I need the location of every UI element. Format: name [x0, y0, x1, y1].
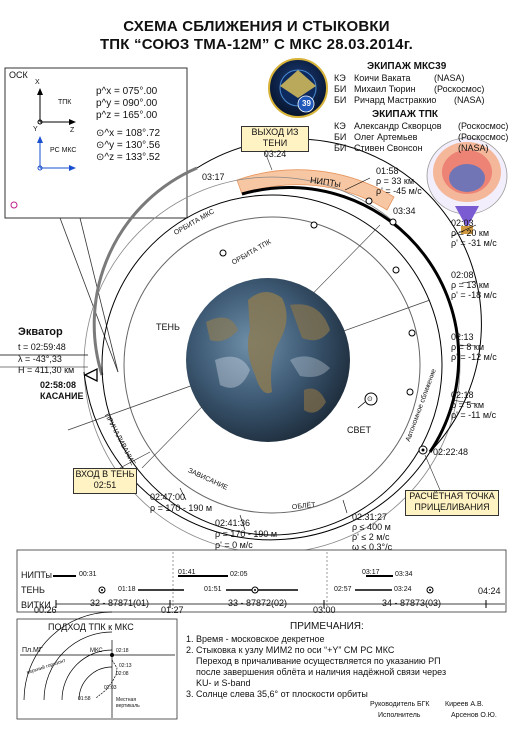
osk-label: ОСК — [9, 70, 28, 80]
timeline-row-nip: НИПТы — [21, 570, 53, 580]
orbit-time: 04:24 — [478, 586, 501, 596]
shadow-time: 01:18 — [118, 586, 136, 593]
approach-panel-title: ПОДХОД ТПК к МКС — [48, 622, 134, 632]
approach-time: 02:18 — [116, 648, 129, 654]
shadow-time: 02:57 — [334, 586, 352, 593]
local-vertical-label: Местная вертикаль — [116, 697, 140, 709]
approach-panel — [16, 618, 178, 720]
time-0334: 03:34 — [393, 206, 416, 216]
osk-axis-y: Y — [33, 126, 38, 133]
osk-axis-z: Z — [70, 127, 75, 134]
pl-mg-label: Пл.МГ — [22, 647, 43, 654]
timeline-box — [16, 549, 507, 613]
approach-time: 02:03 — [104, 685, 117, 691]
nip-time: 00:31 — [79, 571, 97, 578]
time-022248: 02:22:48 — [433, 447, 469, 457]
orbit-number: 33 - 87872(02) — [228, 598, 288, 608]
equator-label: Экватор — [18, 326, 63, 338]
equator-h: H = 411,30 км — [18, 365, 75, 375]
orbit-number: 32 - 87871(01) — [90, 598, 150, 608]
sun-symbol: ⊙ — [367, 396, 373, 403]
docking-time: 02:58:08 — [40, 380, 77, 390]
osk-values: р^x = 075°.00 р^y = 090°.00 р^z = 165°.0… — [96, 86, 161, 163]
orbit-number: 34 - 87873(03) — [382, 598, 442, 608]
shadow-time: 03:24 — [394, 586, 412, 593]
nip-time: 03:34 — [395, 571, 413, 578]
title-line-2: ТПК “СОЮЗ ТМА-12М” С МКС 28.03.2014г. — [99, 36, 414, 53]
equator-t: t = 02:59:48 — [18, 342, 66, 352]
patch-number: 39 — [302, 99, 311, 108]
approach-time: 02:13 — [119, 663, 132, 669]
signature-role: Исполнитель — [378, 712, 421, 719]
equator-lambda: λ = -43°,33 — [18, 354, 62, 364]
nip-time: 02:05 — [230, 571, 248, 578]
signature-name: Киреев А.В. — [445, 701, 484, 708]
shadow-label: ТЕНЬ — [156, 322, 180, 332]
orbit-time: 00:26 — [34, 605, 57, 615]
mks-label: МКС — [90, 648, 103, 654]
approach-time: 02:08 — [116, 671, 129, 677]
title-line-1: СХЕМА СБЛИЖЕНИЯ И СТЫКОВКИ — [123, 18, 390, 35]
signature-role: Руководитель БГК — [370, 701, 430, 708]
orbit-time: 03:00 — [313, 605, 336, 615]
notes-list: 1. Время - московское декретное 2. Стыко… — [186, 634, 447, 699]
shadow-time: 01:51 — [204, 586, 222, 593]
crew-tpk-header: ЭКИПАЖ ТПК — [372, 109, 439, 120]
notes-header: ПРИМЕЧАНИЯ: — [290, 621, 364, 632]
approach-time: 01:58 — [78, 696, 91, 702]
osk-axis-x: X — [35, 79, 40, 86]
signature-name: Арсенов О.Ю. — [451, 712, 497, 719]
docking-label: КАСАНИЕ — [40, 391, 84, 401]
osk-tpk: ТПК — [58, 99, 72, 106]
nip-time: 03:17 — [362, 569, 380, 576]
orbit-time: 01:27 — [161, 605, 184, 615]
timeline-row-shadow: ТЕНЬ — [21, 585, 45, 595]
nip-time: 01:41 — [178, 569, 196, 576]
crew-iss-header: ЭКИПАЖ МКС39 — [367, 61, 447, 72]
timeline-row-orbits: ВИТКИ — [21, 600, 51, 610]
time-0317: 03:17 — [202, 172, 225, 182]
light-label: СВЕТ — [347, 425, 372, 435]
osk-rs-mks: РС МКС — [50, 147, 77, 154]
